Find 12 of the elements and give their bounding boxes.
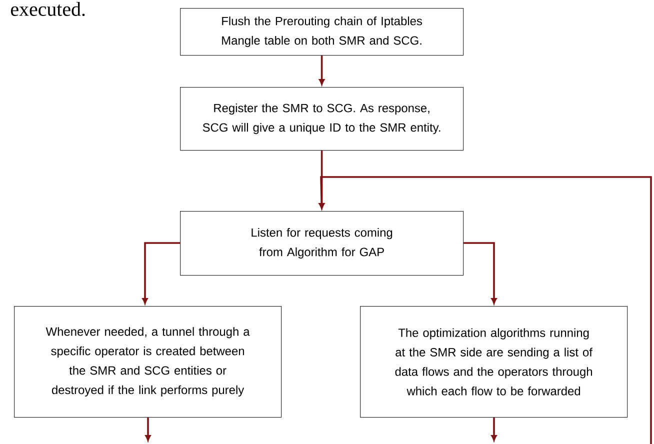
caption-text: executed. bbox=[11, 2, 85, 16]
arrow bbox=[142, 242, 180, 304]
process-box: The optimization algorithms running at the SMR side are sending a list of data flows and the operators through which each flow to be forwarded bbox=[360, 306, 628, 418]
process-box: Flush the Prerouting chain of Iptables Mangle table on both SMR and SCG. bbox=[180, 8, 464, 56]
process-box: Listen for requests coming from Algorithm for GAP bbox=[180, 211, 464, 276]
arrow bbox=[319, 56, 325, 85]
arrow bbox=[145, 418, 151, 441]
process-box: Register the SMR to SCG. As response, SCG will give a unique ID to the SMR entity. bbox=[180, 87, 464, 151]
arrow bbox=[464, 242, 497, 304]
arrow bbox=[491, 418, 497, 441]
arrow bbox=[318, 176, 652, 444]
process-box: Whenever needed, a tunnel through a specific operator is created between the SMR and SCG entities or destroyed if the link performs purely bbox=[14, 306, 282, 418]
